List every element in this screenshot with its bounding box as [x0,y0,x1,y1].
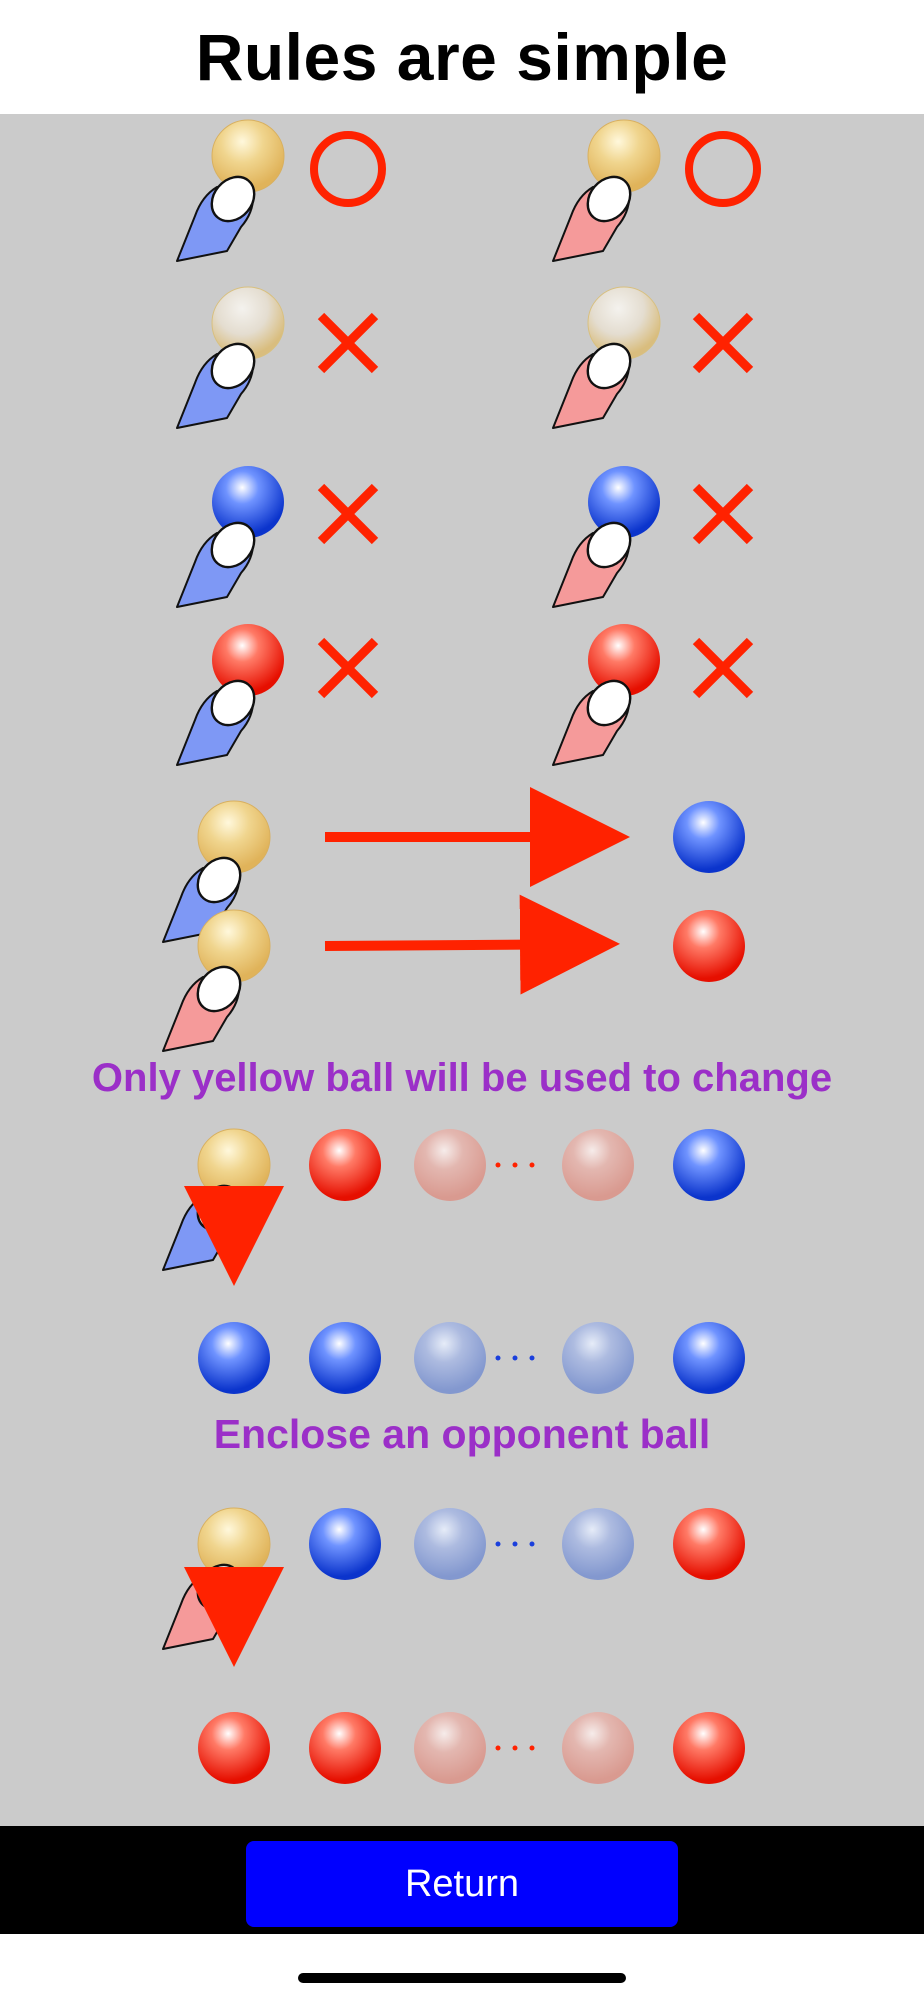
finger-icon [175,334,265,430]
finger-icon [551,513,641,609]
rules-illustration [161,119,924,1784]
finger-icon [175,513,265,609]
finger-icon [161,957,251,1053]
finger-icon [551,334,641,430]
rule-row-blue-forbidden [175,466,750,609]
cross-x-icon [696,316,750,370]
caption-yellow-ball-rule: Only yellow ball will be used to change [91,1056,833,1100]
cross-x-icon [696,641,750,695]
enclose-example-blue-before [161,1128,745,1272]
rules-board: Only yellow ball will be used to change … [0,114,924,1826]
conversion-row-red [161,894,745,1053]
rule-row-red-forbidden [175,624,750,767]
finger-icon [175,671,265,767]
return-button[interactable]: Return [246,1841,678,1927]
arrow-icon [324,894,620,995]
cross-x-icon [321,641,375,695]
footer-bar: Return [0,1826,924,1934]
finger-icon [551,671,641,767]
enclose-example-blue-after [198,1322,745,1394]
enclose-example-red-before [161,1507,745,1651]
header: Rules are simple [0,0,924,114]
finger-icon [175,167,265,263]
circle-o-icon [689,135,757,203]
enclose-example-red-after [198,1712,745,1784]
cross-x-icon [321,487,375,541]
rule-row-faded-forbidden [175,286,750,430]
page-title: Rules are simple [195,20,729,94]
finger-icon [551,167,641,263]
cross-x-icon [696,487,750,541]
caption-enclose-rule: Enclose an opponent ball [213,1411,711,1457]
conversion-row-blue [161,787,745,944]
cross-x-icon [321,316,375,370]
home-indicator[interactable] [298,1973,626,1983]
circle-o-icon [314,135,382,203]
rule-row-yellow-allowed [175,119,757,263]
